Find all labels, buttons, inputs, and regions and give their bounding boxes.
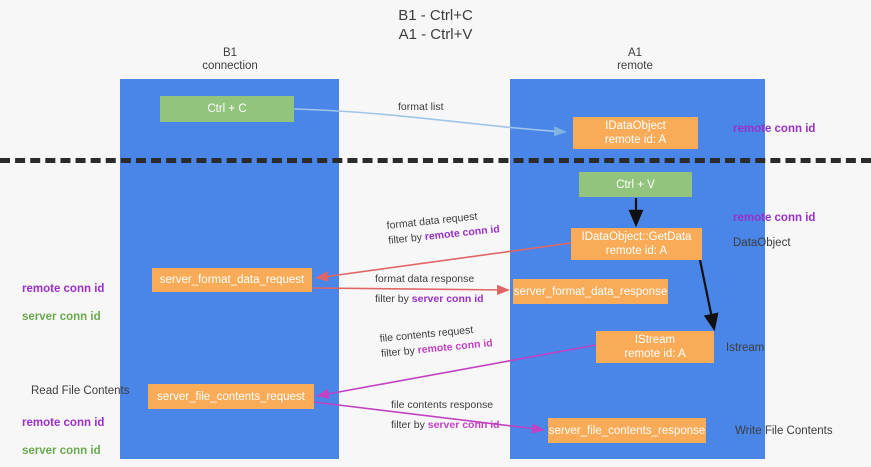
filter-prefix: filter by: [391, 419, 428, 431]
lane-header-b1: B1 connection: [202, 47, 258, 72]
note-server-conn-id-label-1: server conn id: [22, 311, 101, 323]
node-ctrl-v[interactable]: Ctrl + V: [579, 172, 692, 197]
note-remote-conn-id-label-2: remote conn id: [22, 417, 105, 429]
note-remote-conn-id-middle: remote conn id: [733, 212, 816, 224]
note-remote-conn-id-label-1: remote conn id: [22, 283, 105, 295]
note-conn-ids-format: remote conn id server conn id: [22, 268, 104, 324]
edge-label-format-data-response: format data response filter by server co…: [375, 272, 484, 307]
edge-label-line-1: format data response: [375, 273, 475, 285]
node-idataobject[interactable]: IDataObject remote id: A: [573, 117, 698, 149]
edge-label-line-2: filter by server conn id: [375, 292, 484, 307]
note-conn-ids-file: remote conn id server conn id: [22, 402, 104, 458]
note-server-conn-id-label-2: server conn id: [22, 445, 101, 457]
edge-label-file-contents-request: file contents request filter by remote c…: [379, 321, 493, 362]
note-read-file-contents: Read File Contents: [31, 385, 130, 397]
filter-key: server conn id: [411, 293, 484, 305]
diagram-title: B1 - Ctrl+C A1 - Ctrl+V: [398, 7, 473, 43]
edge-label-format-list: format list: [398, 101, 444, 113]
edge-label-line-2: filter by server conn id: [391, 418, 500, 433]
note-remote-conn-id-top: remote conn id: [733, 123, 816, 135]
filter-prefix: filter by: [375, 293, 412, 305]
node-istream[interactable]: IStream remote id: A: [596, 331, 714, 363]
note-dataobject: DataObject: [733, 237, 791, 249]
edge-label-file-contents-response: file contents response filter by server …: [391, 398, 500, 433]
filter-prefix: filter by: [380, 344, 419, 360]
note-istream: Istream: [726, 342, 765, 354]
edge-label-line-1: file contents response: [391, 399, 494, 411]
node-server-file-contents-request[interactable]: server_file_contents_request: [148, 384, 314, 409]
node-idataobject-getdata[interactable]: IDataObject::GetData remote id: A: [571, 228, 702, 260]
edge-label-format-data-request: format data request filter by remote con…: [386, 207, 501, 249]
note-write-file-contents: Write File Contents: [735, 425, 833, 437]
lane-header-a1: A1 remote: [617, 47, 653, 72]
node-server-format-data-response[interactable]: server_format_data_response: [513, 279, 668, 304]
section-divider: [0, 158, 871, 163]
node-server-format-data-request[interactable]: server_format_data_request: [152, 268, 312, 292]
filter-key: server conn id: [427, 419, 500, 431]
node-server-file-contents-response[interactable]: server_file_contents_response: [548, 418, 706, 443]
node-ctrl-c[interactable]: Ctrl + C: [160, 96, 294, 122]
filter-prefix: filter by: [387, 231, 426, 247]
